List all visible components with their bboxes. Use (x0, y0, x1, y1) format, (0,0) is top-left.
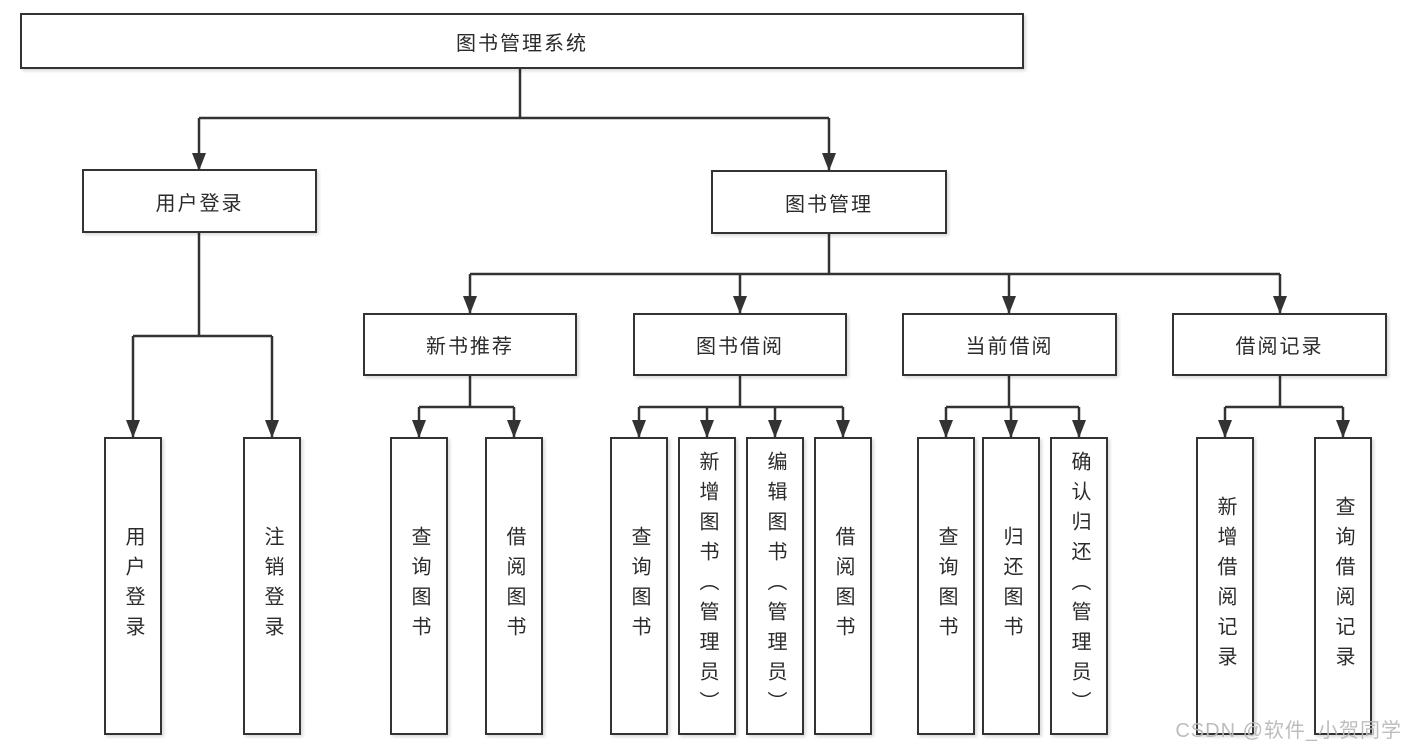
node-root: 图书管理系统 (20, 13, 1024, 69)
leaf-user-login: 用户登录 (104, 437, 162, 735)
leaf-query-books-current: 查询图书 (917, 437, 975, 735)
leaf-query-books-recommend: 查询图书 (390, 437, 448, 735)
leaf-borrow-books-borrowing: 借阅图书 (814, 437, 872, 735)
node-current-borrowing: 当前借阅 (902, 313, 1117, 376)
node-user-login: 用户登录 (82, 169, 317, 233)
node-book-management: 图书管理 (711, 170, 947, 234)
leaf-logout: 注销登录 (243, 437, 301, 735)
leaf-add-book-admin: 新增图书（管理员） (678, 437, 736, 735)
leaf-add-borrow-record: 新增借阅记录 (1196, 437, 1254, 735)
leaf-query-borrow-record: 查询借阅记录 (1314, 437, 1372, 735)
leaf-return-book: 归还图书 (982, 437, 1040, 735)
leaf-query-books-borrowing: 查询图书 (610, 437, 668, 735)
node-new-book-recommend: 新书推荐 (363, 313, 577, 376)
leaf-edit-book-admin: 编辑图书（管理员） (746, 437, 804, 735)
node-borrowing-records: 借阅记录 (1172, 313, 1387, 376)
watermark: CSDN @软件_小贺同学 (1175, 720, 1402, 742)
node-book-borrowing: 图书借阅 (633, 313, 847, 376)
leaf-confirm-return-admin: 确认归还（管理员） (1050, 437, 1108, 735)
leaf-borrow-books-recommend: 借阅图书 (485, 437, 543, 735)
